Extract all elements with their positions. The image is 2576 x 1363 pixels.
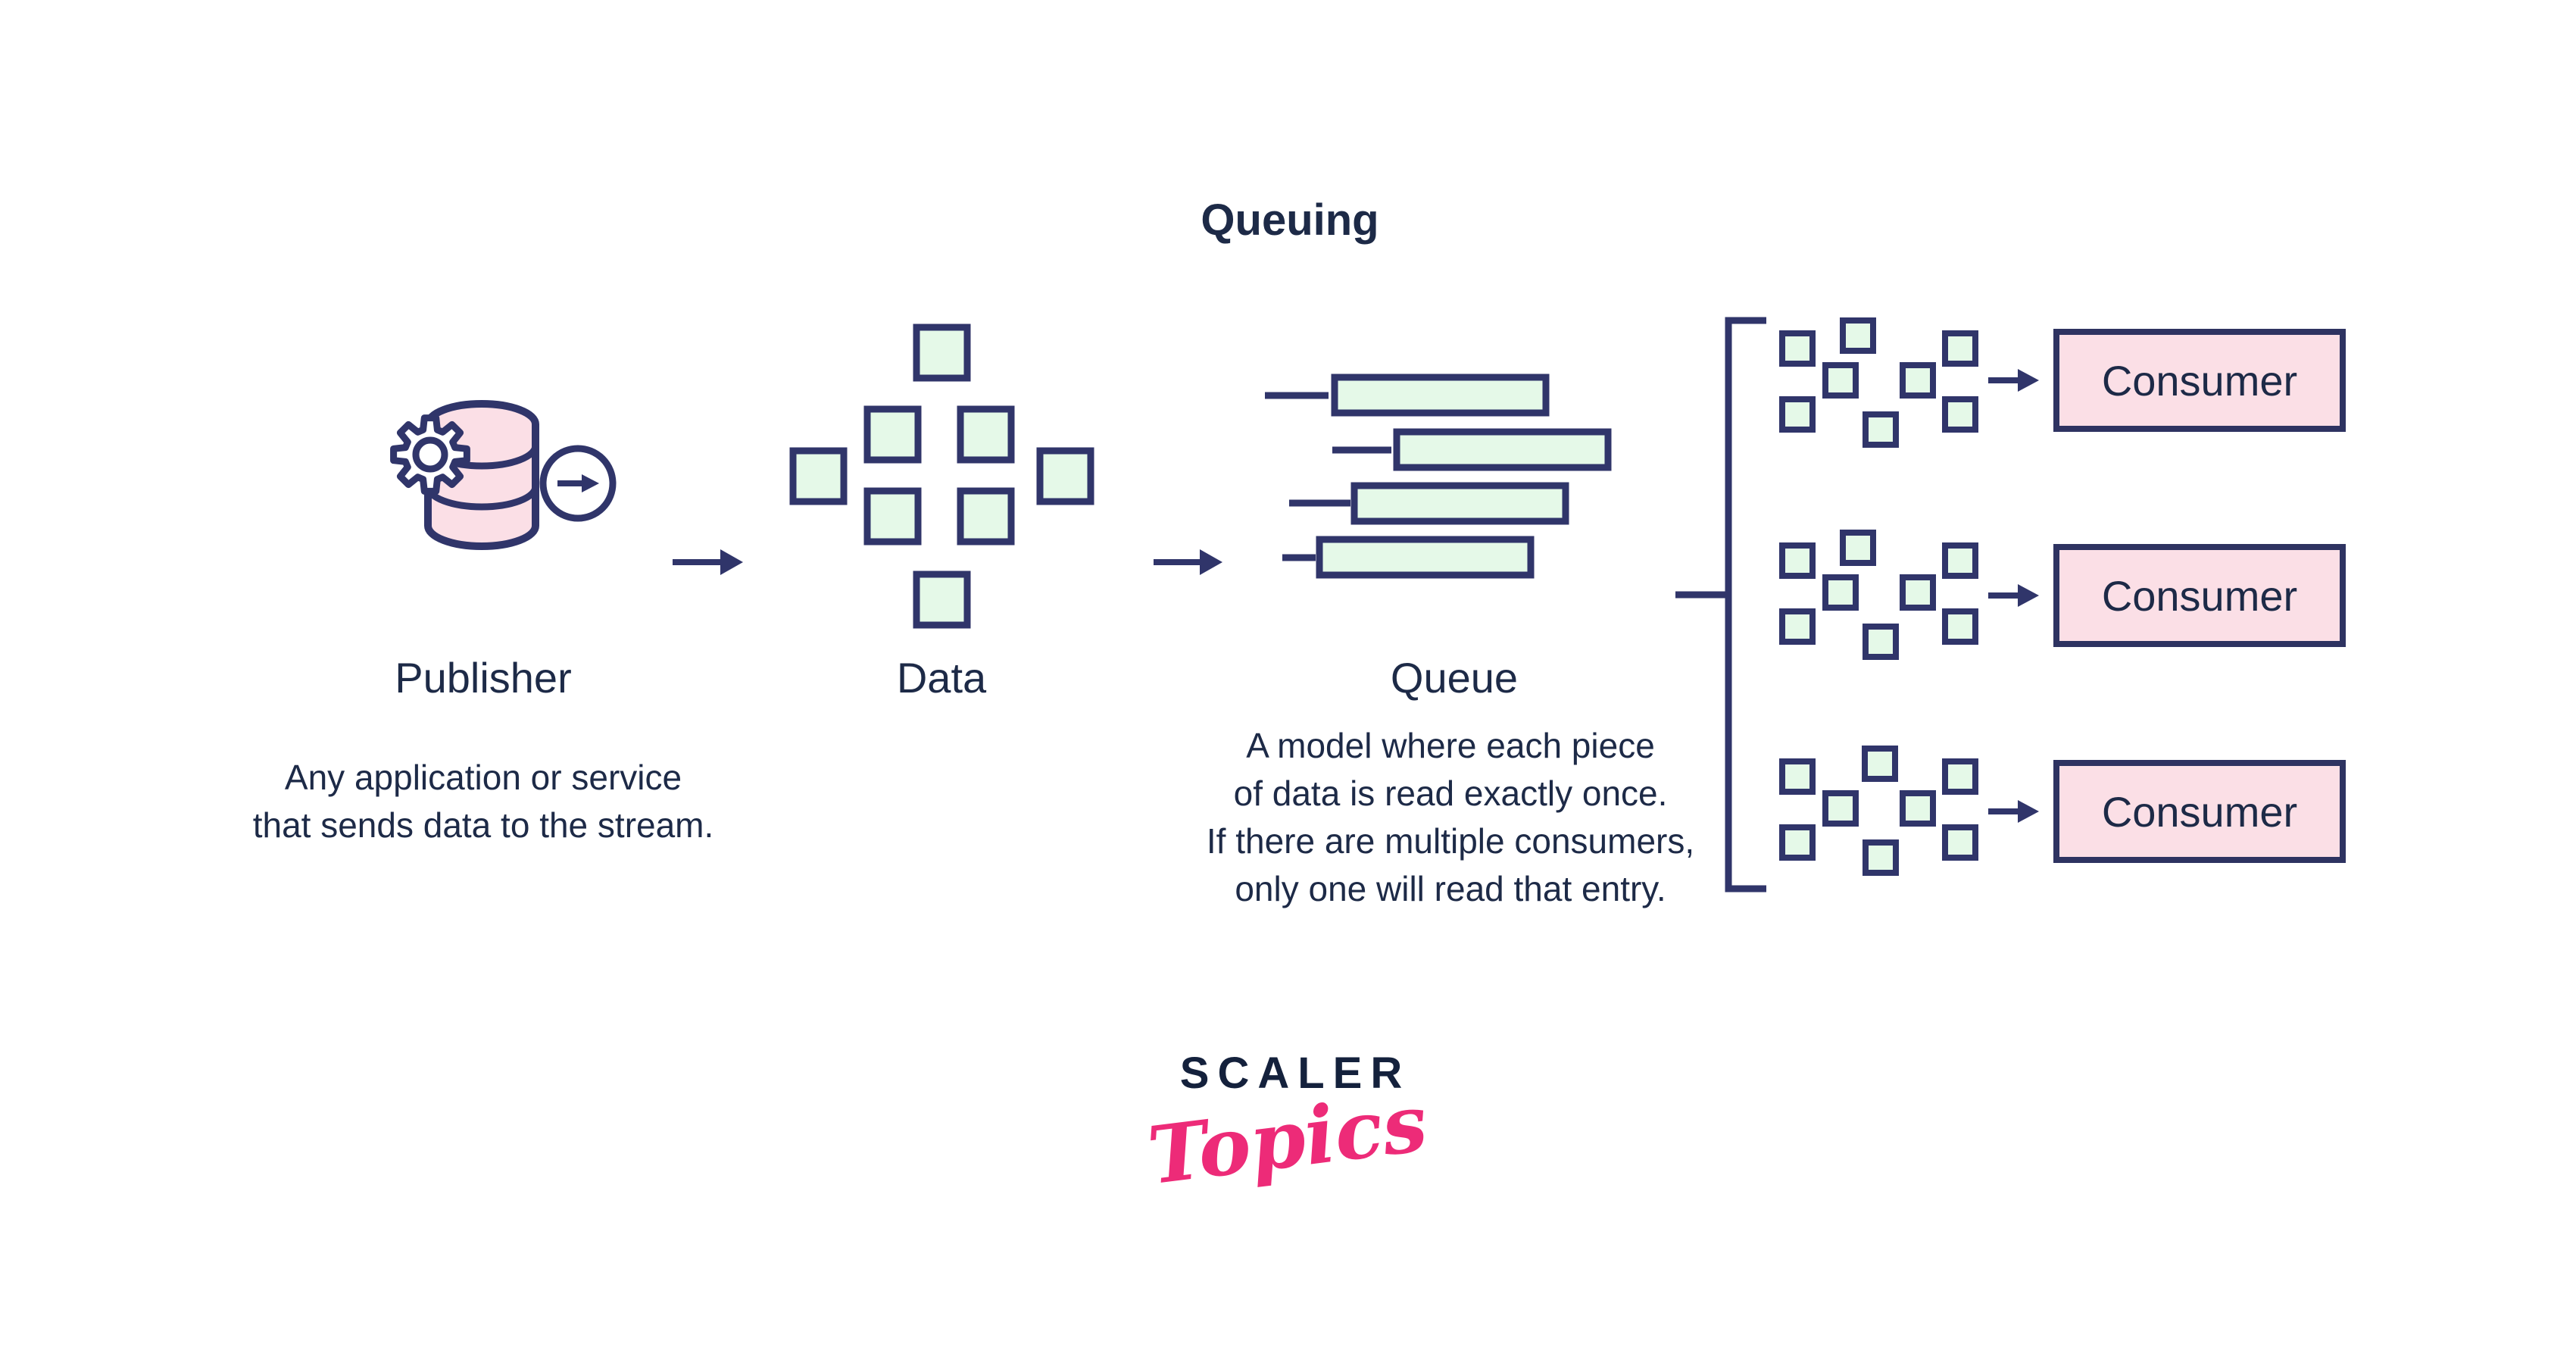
logo-brand-text: SCALER <box>1179 1049 1411 1098</box>
data-label: Data <box>896 654 987 702</box>
right-arrow-icon <box>1988 800 2039 823</box>
fanout-bracket <box>1725 317 1766 893</box>
queue-description: A model where each piece of data is read… <box>1207 722 1694 913</box>
queue-bars-icon <box>1265 374 1612 579</box>
queue-description-line: only one will read that entry. <box>1235 869 1666 908</box>
right-arrow-icon <box>1988 584 2039 607</box>
consumer-box <box>2053 760 2346 863</box>
consumer-box-label: Consumer <box>2101 787 2298 836</box>
queue-label: Queue <box>1390 654 1519 702</box>
consumer-box-label: Consumer <box>2101 571 2298 620</box>
publisher-description: Any application or service that sends da… <box>253 754 714 849</box>
diagram-title: Queuing <box>1201 195 1379 245</box>
circle-arrow-icon <box>539 445 617 522</box>
consumer-box <box>2053 329 2346 432</box>
publisher-label: Publisher <box>395 654 572 702</box>
queue-description-line: A model where each piece <box>1246 726 1655 765</box>
consumer-box-label: Consumer <box>2101 356 2298 405</box>
database-ring-2 <box>424 486 539 511</box>
database-gear-icon <box>390 400 539 550</box>
right-arrow-icon <box>1988 369 2039 392</box>
right-arrow-icon <box>1154 549 1222 575</box>
publisher-description-line: that sends data to the stream. <box>252 805 714 845</box>
right-arrow-icon <box>673 549 743 575</box>
gear-hole <box>412 436 448 473</box>
publisher-description-line: Any application or service <box>284 758 682 797</box>
queue-description-line: If there are multiple consumers, <box>1206 821 1695 861</box>
message-cluster-icon <box>1779 317 1978 448</box>
message-cluster-icon <box>1779 746 1978 876</box>
queue-description-line: of data is read exactly once. <box>1233 774 1668 813</box>
data-squares-icon <box>789 324 1094 629</box>
message-cluster-icon <box>1779 530 1978 660</box>
consumer-box <box>2053 544 2346 647</box>
